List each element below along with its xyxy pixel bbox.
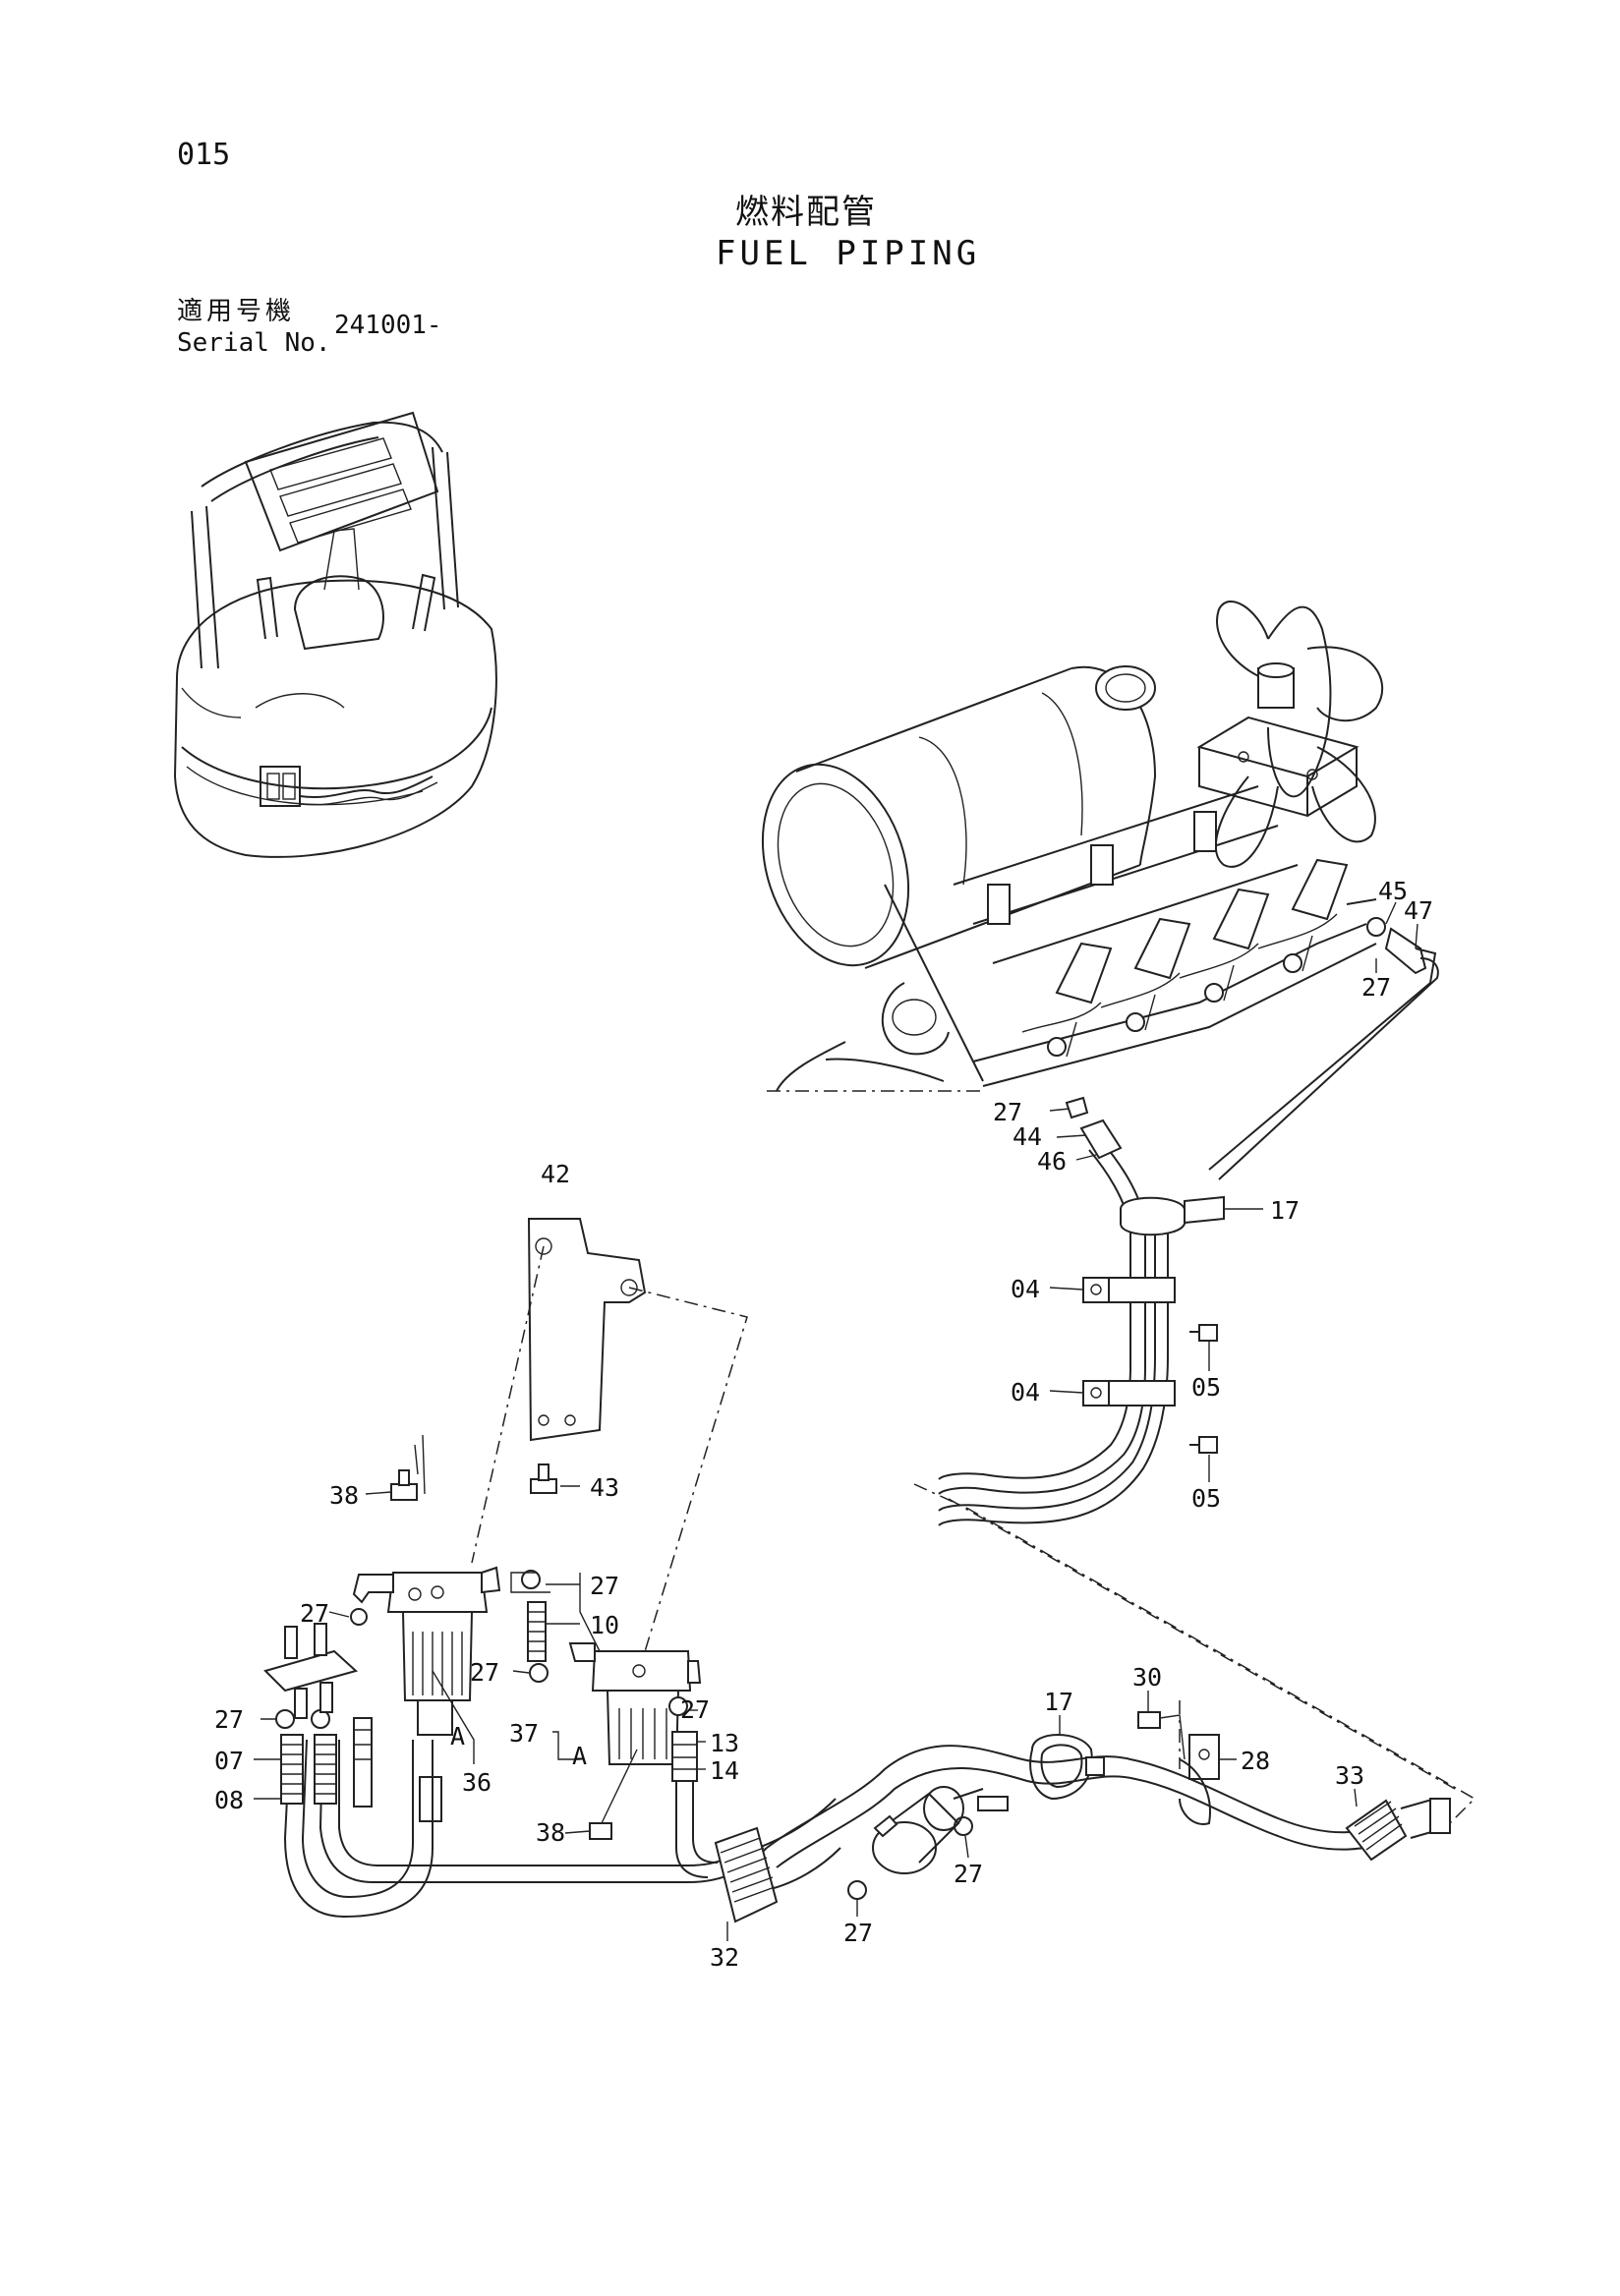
callout-A-left: A: [450, 1722, 465, 1751]
serial-number-value: 241001-: [334, 311, 442, 340]
hose-10: [527, 1601, 547, 1662]
callout-46: 46: [1037, 1147, 1067, 1176]
callout-17-lower: 17: [1044, 1688, 1073, 1716]
callout-43: 43: [590, 1473, 619, 1502]
callout-A-right: A: [572, 1742, 587, 1770]
callout-04-lower: 04: [1011, 1378, 1040, 1406]
fuel-hose-vertical-run: [938, 1096, 1225, 1526]
callout-37: 37: [509, 1719, 539, 1748]
serial-label-english: Serial No.: [177, 328, 331, 358]
bracket-28: [1179, 1734, 1220, 1825]
bolt-38-upper: [390, 1434, 426, 1501]
engine-illustration: [761, 600, 1439, 1180]
callout-07: 07: [214, 1747, 244, 1775]
page-number: 015: [177, 138, 231, 172]
callout-47: 47: [1404, 896, 1433, 925]
callout-38-lower: 38: [536, 1818, 565, 1847]
callout-labels: 45 47 27 27 44 46 17 04 05 04 05 42 43 3…: [214, 877, 1433, 1972]
fuel-hose-main-run: [280, 1717, 1402, 1919]
frame-boundary-line-inner: [948, 1498, 1456, 1790]
hose-clamps-27: [275, 1570, 973, 1900]
page-title-english: FUEL PIPING: [716, 234, 981, 273]
excavator-location-illustration: [173, 411, 497, 858]
fuel-filter-36: [352, 1566, 501, 1822]
callout-28: 28: [1241, 1747, 1270, 1775]
bolt-43: [530, 1464, 557, 1494]
bracket-42: [527, 1218, 647, 1442]
callout-05-lower: 05: [1191, 1484, 1221, 1513]
callout-04-upper: 04: [1011, 1275, 1040, 1303]
callout-27-a: 27: [300, 1599, 329, 1628]
callout-44: 44: [1012, 1122, 1042, 1151]
callout-27-g: 27: [843, 1919, 873, 1947]
callout-leader-lines: [254, 901, 1418, 1941]
callout-05-upper: 05: [1191, 1373, 1221, 1402]
callout-10: 10: [590, 1611, 619, 1639]
callout-27-hose: 27: [993, 1098, 1022, 1126]
callout-13: 13: [710, 1729, 739, 1757]
rubber-clamp-32: [714, 1826, 779, 1923]
callout-27-e: 27: [680, 1695, 710, 1724]
fuel-filter-37: [568, 1642, 702, 1765]
callout-42: 42: [541, 1160, 570, 1188]
callout-27-engine: 27: [1361, 973, 1391, 1002]
callout-45: 45: [1378, 877, 1408, 905]
callout-38-upper: 38: [329, 1481, 359, 1510]
callout-30: 30: [1132, 1663, 1162, 1692]
callout-36: 36: [462, 1768, 492, 1797]
clamp-17-lower: [1029, 1734, 1105, 1801]
callout-27-b: 27: [590, 1572, 619, 1600]
rubber-clamp-33: [1345, 1797, 1451, 1862]
injector-nozzles: [1021, 858, 1349, 1058]
callout-17-upper: 17: [1270, 1196, 1300, 1225]
page-title-japanese: 燃料配管: [735, 193, 877, 232]
callout-08: 08: [214, 1786, 244, 1814]
serial-label-japanese: 適用号機: [177, 297, 296, 326]
joint-block: [263, 1623, 359, 1719]
callout-27-c: 27: [470, 1658, 499, 1687]
callout-32: 32: [710, 1943, 739, 1972]
frame-boundary-line: [913, 1483, 1476, 1829]
callout-33: 33: [1335, 1761, 1364, 1790]
callout-14: 14: [710, 1756, 739, 1785]
bolt-30: [1137, 1700, 1186, 1769]
callout-27-d: 27: [214, 1705, 244, 1734]
inline-fuel-filter: [872, 1786, 1009, 1874]
bolt-38-lower: [589, 1749, 638, 1840]
callout-27-f: 27: [954, 1860, 983, 1888]
